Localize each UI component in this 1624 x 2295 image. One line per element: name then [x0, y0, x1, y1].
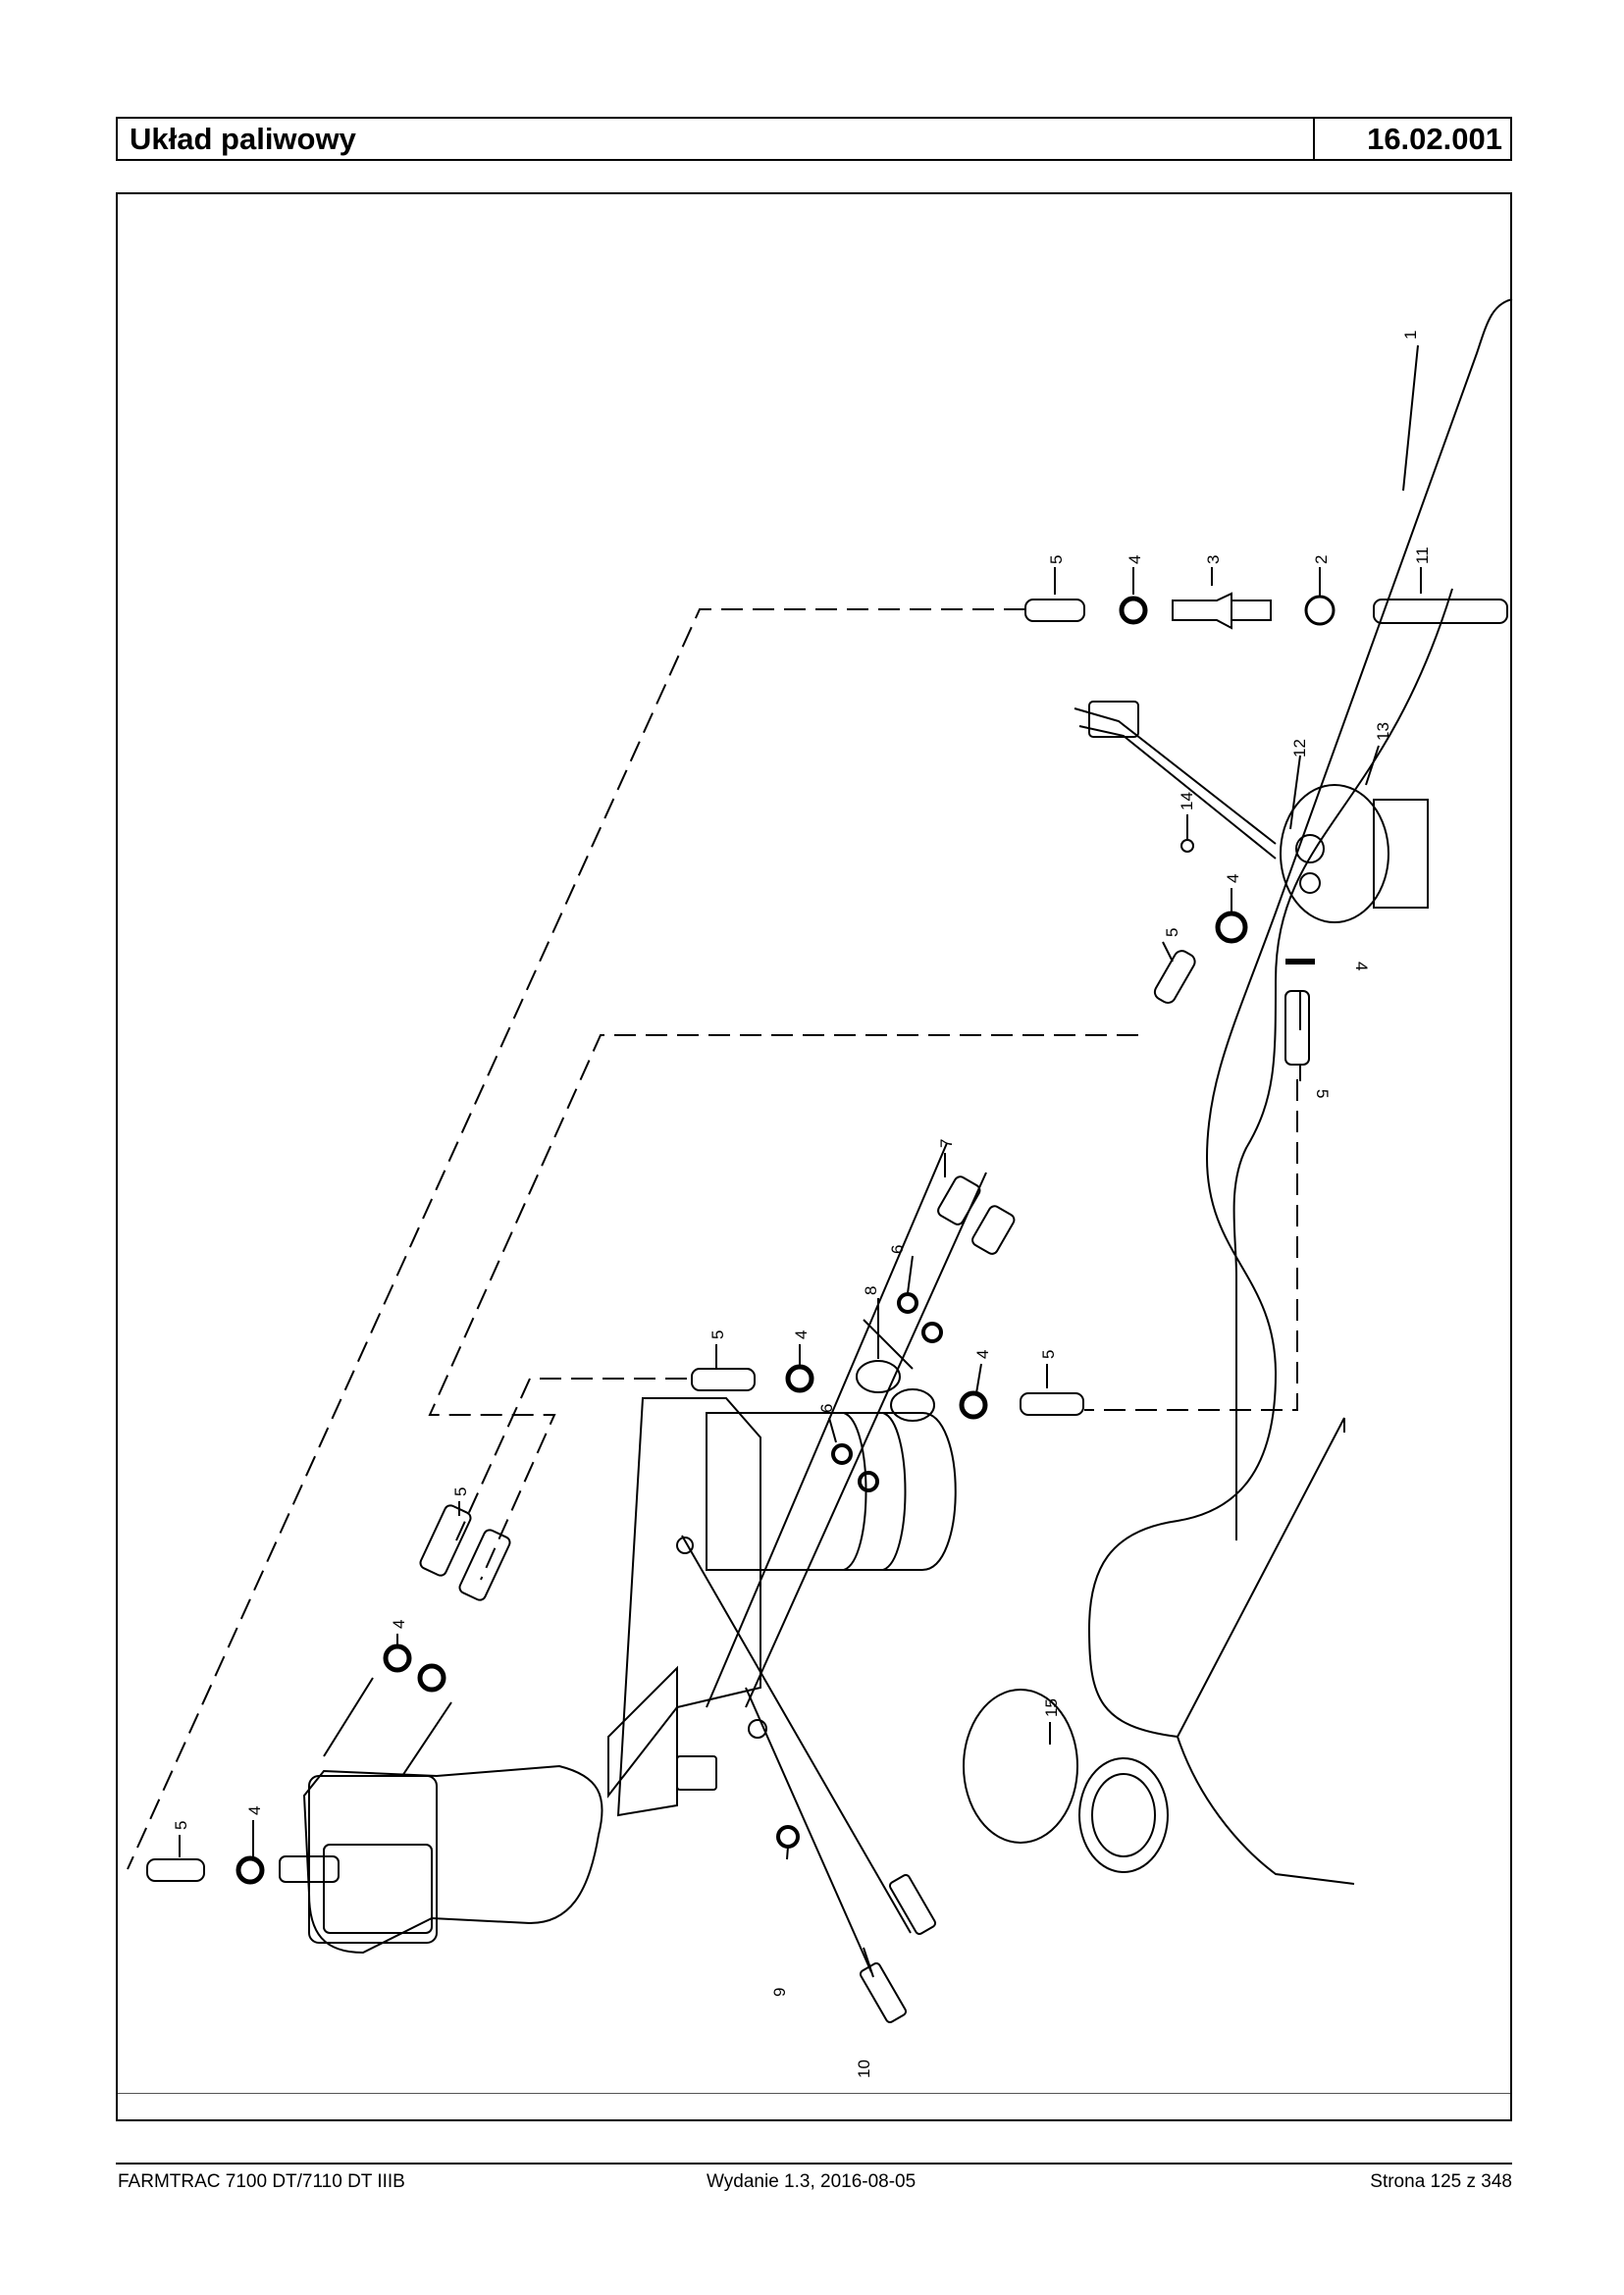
frame-bottom-rule	[118, 2093, 1510, 2094]
footer-rule	[116, 2163, 1512, 2165]
washer-6-c	[831, 1443, 853, 1465]
footer-edition: Wydanie 1.3, 2016-08-05	[707, 2171, 917, 2192]
hose-5-upper-a	[419, 1504, 472, 1577]
banjo-8b	[890, 1388, 935, 1422]
callout-7: 7	[937, 1139, 956, 1148]
pump-body	[1373, 799, 1429, 909]
tank-outline	[1087, 298, 1513, 1885]
callout-14: 14	[1178, 792, 1196, 810]
callout-5-right: 5	[1313, 1089, 1332, 1098]
callout-5-upper: 5	[451, 1487, 470, 1496]
callout-11: 11	[1413, 547, 1432, 564]
callout-6-top: 6	[888, 1245, 907, 1254]
callout-4-center-left: 4	[792, 1330, 811, 1339]
callout-10: 10	[855, 2060, 873, 2078]
hose-5-bottom	[146, 1858, 205, 1882]
fuel-line-a	[127, 608, 1025, 1870]
tube-11	[1373, 599, 1508, 624]
page-header: Układ paliwowy 16.02.001	[116, 117, 1512, 161]
banjo-8	[856, 1360, 901, 1393]
connector	[1088, 701, 1139, 738]
washer-6-a	[897, 1292, 918, 1314]
callout-15: 15	[1042, 1698, 1061, 1717]
callout-5-mid: 5	[1163, 928, 1181, 937]
callout-3: 3	[1204, 555, 1223, 564]
fuel-filter-right	[706, 1412, 957, 1571]
callout-9: 9	[770, 1988, 789, 1997]
callout-4-top: 4	[1126, 555, 1144, 564]
clamp-4-top	[1119, 596, 1148, 625]
callout-5-top: 5	[1047, 555, 1066, 564]
washer-6-d	[858, 1471, 879, 1492]
bolt-10b	[859, 1961, 908, 2024]
clamp-4-center-left	[785, 1364, 814, 1393]
callout-2: 2	[1312, 555, 1331, 564]
callout-12: 12	[1290, 739, 1309, 757]
filter-bracket	[607, 1397, 761, 1817]
fuel-line-c	[1084, 1079, 1298, 1411]
section-code: 16.02.001	[1367, 122, 1502, 156]
clamp-4-upper-b	[417, 1663, 446, 1693]
callout-4-bottom: 4	[245, 1806, 264, 1815]
hose-5-mid	[1153, 950, 1196, 1004]
fuel-line-d	[455, 1378, 687, 1541]
pipe-rail	[706, 1142, 987, 1708]
filter-mount	[323, 1844, 433, 1934]
callout-4-upper: 4	[390, 1620, 408, 1629]
callout-5-center-right: 5	[1039, 1350, 1058, 1359]
bolt-10a	[888, 1873, 937, 1936]
sensor-3	[1172, 592, 1272, 630]
banjo-bolt-7b	[971, 1205, 1016, 1255]
callout-13: 13	[1374, 722, 1392, 741]
flange-13	[1280, 784, 1389, 923]
fuel-filter-left	[302, 1764, 603, 1955]
filter-head-left	[308, 1775, 438, 1944]
clamp-4-center-right	[959, 1390, 988, 1420]
washer-2	[1304, 595, 1336, 626]
clamp-4-upper-a	[383, 1643, 412, 1673]
page-title: Układ paliwowy	[118, 119, 1315, 159]
callout-1: 1	[1401, 331, 1420, 339]
hose-5-right	[1284, 990, 1310, 1066]
harness	[1074, 707, 1277, 860]
callout-5-center-left: 5	[708, 1330, 727, 1339]
hex-bolt	[676, 1755, 717, 1791]
clamp-4-bottom	[236, 1855, 265, 1885]
banjo-bolt-7a	[937, 1175, 981, 1226]
callout-5-bottom: 5	[172, 1821, 190, 1830]
callout-4-mid: 4	[1224, 874, 1242, 883]
hose-5-center-right	[1020, 1392, 1084, 1416]
washer-9	[776, 1825, 800, 1849]
filter-ring	[1078, 1757, 1169, 1873]
washer-6-b	[921, 1322, 943, 1343]
hose-5-top	[1024, 599, 1085, 622]
hose-5-upper-b	[458, 1529, 511, 1601]
filter-bowl-15	[963, 1689, 1078, 1844]
callout-4-right: 4	[1352, 962, 1371, 970]
callout-4-center-right: 4	[973, 1350, 992, 1359]
fuel-line-b	[428, 1034, 1138, 1581]
footer-page-number: Strona 125 z 348	[1370, 2171, 1512, 2192]
drawing-frame	[116, 192, 1512, 2121]
callout-6-bottom: 6	[817, 1404, 836, 1413]
hose-5-center-left	[691, 1368, 756, 1391]
clamp-4-mid	[1215, 911, 1248, 944]
footer-model: FARMTRAC 7100 DT/7110 DT IIIB	[118, 2171, 405, 2192]
fitting	[279, 1855, 340, 1883]
callout-8: 8	[862, 1286, 880, 1295]
screw-14	[1180, 839, 1194, 853]
